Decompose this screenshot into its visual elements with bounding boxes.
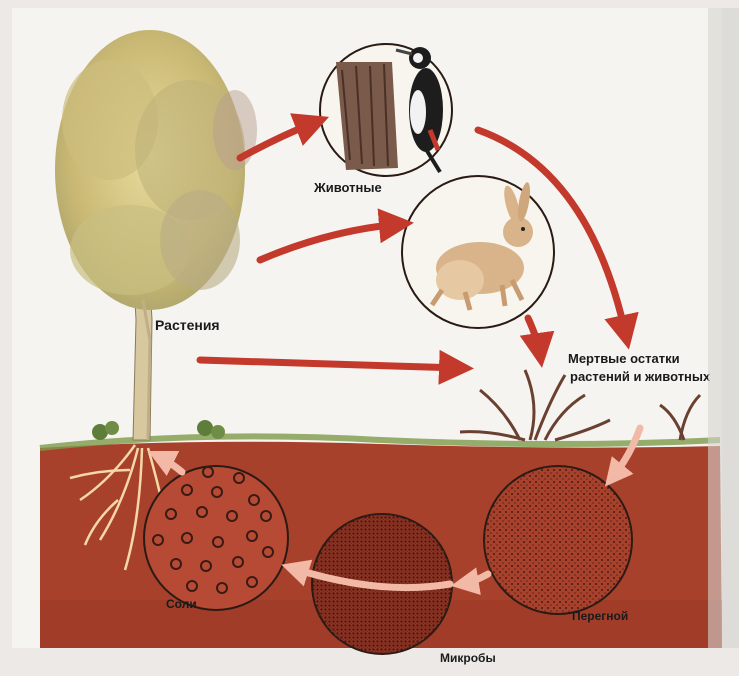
label-remains-line2: растений и животных	[570, 369, 711, 384]
label-remains-line1: Мертвые остатки	[568, 351, 680, 366]
woodpecker-circle	[320, 44, 452, 176]
label-animals: Животные	[313, 180, 382, 195]
humus-circle	[484, 466, 632, 614]
salts-circle	[144, 466, 288, 610]
label-microbes: Микробы	[440, 651, 496, 665]
label-salts: Соли	[166, 597, 197, 611]
woodpecker-icon	[336, 47, 443, 172]
label-humus: Перегной	[572, 609, 628, 623]
label-plants: Растения	[155, 317, 220, 333]
hare-circle	[402, 176, 554, 328]
